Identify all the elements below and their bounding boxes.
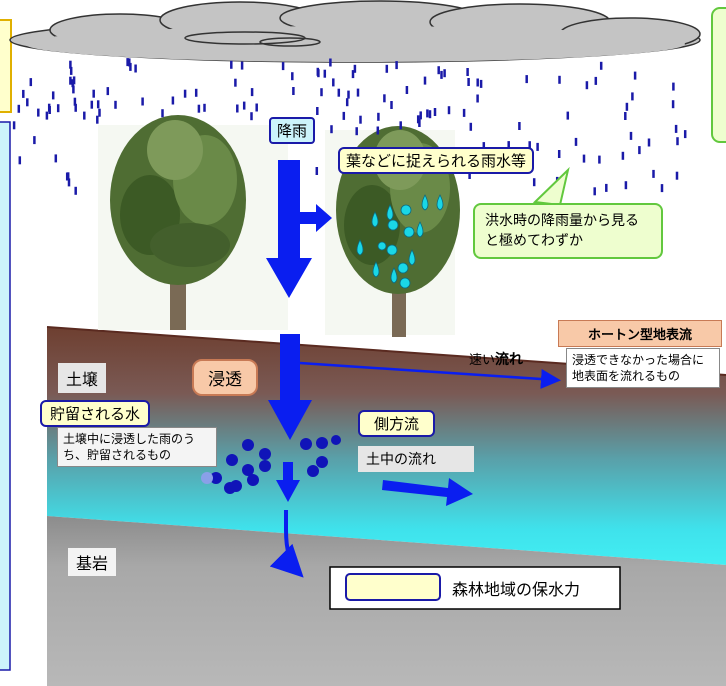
lateral-flow-arrow bbox=[382, 478, 473, 506]
stored-water-dots bbox=[201, 435, 341, 494]
bedrock-seepage-arrow bbox=[269, 510, 304, 578]
fast-flow-text-a: 速い bbox=[469, 353, 496, 368]
bedrock-label: 基岩 bbox=[68, 548, 117, 576]
legend-swatch bbox=[345, 573, 441, 601]
lateral-flow-label: 側方流 bbox=[358, 410, 436, 437]
rain-cloud bbox=[9, 0, 701, 63]
rainfall-arrow bbox=[266, 160, 312, 298]
rainfall-label: 降雨 bbox=[269, 117, 316, 144]
stored-water-label: 貯留される水 bbox=[40, 400, 151, 427]
leaf-capture-arrow bbox=[298, 204, 332, 232]
surface-flow-arrow bbox=[299, 361, 561, 389]
water-droplets bbox=[356, 194, 444, 289]
infiltration-arrow bbox=[268, 334, 312, 440]
underground-flow-label: 土中の流れ bbox=[358, 446, 474, 472]
flood-note: 洪水時の降雨量から見ると極めてわずか bbox=[473, 203, 663, 259]
stored-water-desc: 土壌中に浸透した雨のうち、貯留されるもの bbox=[57, 427, 217, 467]
left-panel-edge bbox=[0, 121, 11, 671]
tree-left bbox=[98, 115, 288, 330]
water-particle bbox=[201, 472, 213, 484]
fast-flow-text-b: 流れ bbox=[495, 352, 524, 368]
leaf-capture-label: 葉などに捉えられる雨水等 bbox=[338, 147, 535, 174]
horton-title: ホートン型地表流 bbox=[558, 320, 722, 347]
left-note-yellow-edge bbox=[0, 19, 12, 113]
right-note-green-edge bbox=[711, 7, 726, 143]
rain-drops bbox=[12, 58, 687, 196]
callout-pointer bbox=[532, 166, 570, 207]
horton-desc: 浸透できなかった場合に地表面を流れるもの bbox=[566, 348, 720, 388]
legend-label: 森林地域の保水力 bbox=[452, 580, 581, 599]
soil-label: 土壌 bbox=[58, 363, 107, 393]
infiltration-label: 浸透 bbox=[192, 359, 258, 396]
percolation-arrow bbox=[276, 462, 300, 502]
fast-flow-label: 速い流れ bbox=[469, 349, 523, 369]
